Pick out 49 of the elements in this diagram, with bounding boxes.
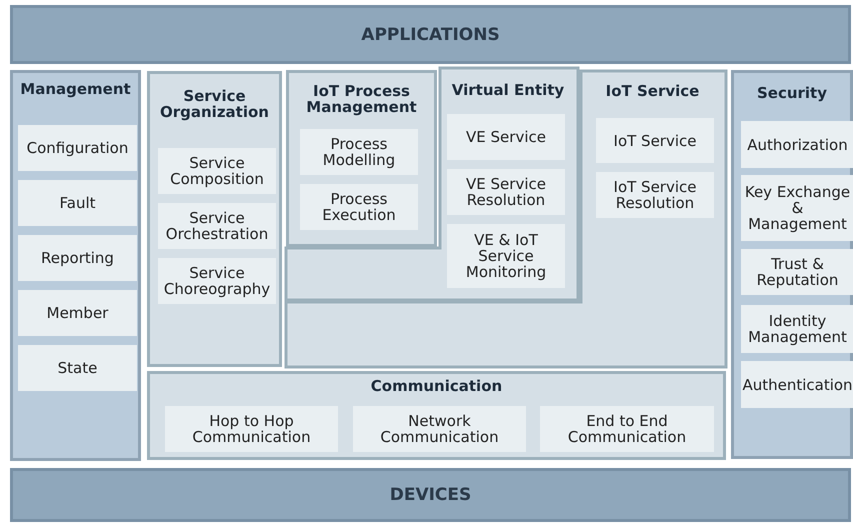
function-label: VE Service Resolution	[465, 176, 547, 208]
group-panel	[147, 71, 282, 367]
function-label: Authentication	[742, 376, 853, 392]
group-heading: Virtual Entity	[450, 82, 566, 98]
function-label: Key Exchange & Management	[744, 184, 852, 232]
group-heading: Service Organization	[159, 88, 270, 120]
group-panel	[147, 371, 726, 460]
function-label: Authorization	[747, 136, 848, 152]
function-label: Service Orchestration	[164, 210, 270, 242]
function-box	[18, 125, 137, 171]
function-box	[18, 180, 137, 226]
function-label: Hop to Hop Communication	[191, 413, 312, 445]
function-label: IoT Service	[614, 132, 696, 148]
function-label: Fault	[60, 195, 96, 211]
function-label: Trust & Reputation	[756, 256, 840, 288]
function-box	[741, 121, 853, 168]
function-label: Process Execution	[321, 191, 397, 223]
function-label: VE & IoT Service Monitoring	[464, 232, 548, 280]
group-panel	[286, 70, 437, 247]
function-label: Service Choreography	[162, 265, 272, 297]
function-box	[741, 305, 853, 353]
group-heading: Management	[19, 81, 132, 97]
function-label: Reporting	[41, 250, 114, 266]
layer-bar	[10, 468, 851, 522]
layer-label: DEVICES	[390, 485, 472, 505]
function-box	[741, 249, 853, 295]
function-label: Service Composition	[169, 155, 265, 187]
function-box	[741, 361, 853, 408]
function-box	[18, 235, 137, 281]
function-label: Identity Management	[747, 313, 848, 345]
layer-bar	[10, 5, 851, 64]
function-label: Process Modelling	[322, 136, 396, 168]
side-panel	[10, 70, 141, 461]
function-box	[18, 345, 137, 391]
function-label: VE Service	[466, 129, 546, 145]
function-label: End to End Communication	[566, 413, 688, 445]
group-heading: Security	[756, 85, 828, 101]
function-label: State	[58, 360, 98, 376]
function-box	[18, 290, 137, 336]
group-heading: Communication	[370, 378, 504, 394]
function-box	[741, 175, 853, 241]
group-heading: IoT Service	[604, 83, 700, 99]
function-label: Member	[46, 305, 108, 321]
side-panel	[731, 70, 853, 459]
function-label: IoT Service Resolution	[612, 179, 698, 211]
function-label: Configuration	[26, 140, 128, 156]
function-label: Network Communication	[379, 413, 500, 445]
group-heading: IoT Process Management	[305, 83, 418, 115]
layer-label: APPLICATIONS	[361, 24, 500, 44]
